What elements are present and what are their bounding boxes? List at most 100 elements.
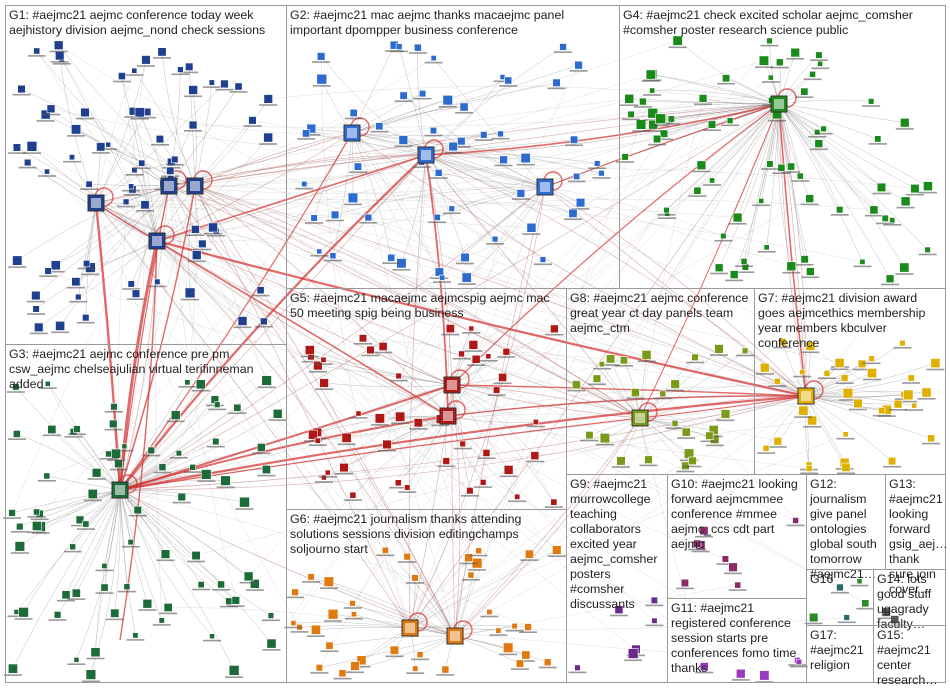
graph-edge: [309, 349, 453, 386]
graph-node: [881, 214, 889, 222]
graph-node: [799, 368, 806, 376]
graph-node: [735, 668, 746, 679]
graph-edge: [168, 185, 456, 637]
graph-edge: [623, 103, 780, 361]
graph-node: [575, 198, 586, 208]
graph-node: [123, 583, 131, 591]
hub-node-avatar: [421, 150, 431, 160]
node-caption-bar: [295, 187, 314, 190]
graph-edge: [75, 129, 170, 187]
node-caption-bar: [63, 550, 82, 553]
graph-node: [71, 588, 81, 598]
graph-node: [250, 578, 260, 589]
node-caption-bar: [525, 460, 544, 463]
graph-node: [290, 620, 297, 626]
node-caption-bar: [728, 223, 747, 225]
hub-node-avatar: [115, 485, 125, 495]
node-caption-bar: [922, 442, 940, 445]
node-caption-bar: [461, 579, 480, 581]
node-caption-bar: [479, 360, 498, 362]
graph-node: [260, 317, 268, 326]
node-caption-bar: [710, 272, 729, 275]
node-caption-bar: [286, 596, 305, 599]
graph-edge: [156, 239, 807, 398]
graph-node: [184, 379, 191, 386]
node-caption-bar: [791, 180, 810, 182]
node-caption-bar: [601, 364, 620, 366]
graph-edge: [21, 88, 196, 187]
node-caption-bar: [382, 262, 401, 264]
node-caption-bar: [91, 152, 110, 154]
graph-edge: [119, 382, 188, 491]
node-caption-bar: [117, 590, 136, 593]
group-label-g5: G5: #aejmc21 macaejmc aejmcspig aejmc ma…: [290, 291, 550, 320]
graph-node: [197, 581, 205, 589]
graph-node: [621, 153, 629, 161]
node-caption-bar: [128, 514, 147, 517]
node-caption-bar: [809, 59, 828, 61]
graph-node: [214, 401, 221, 408]
graph-node: [627, 648, 639, 659]
node-caption-bar: [8, 266, 27, 268]
graph-edge: [403, 139, 546, 188]
graph-node: [100, 583, 109, 592]
graph-node: [96, 142, 106, 152]
graph-node: [573, 172, 581, 180]
group-panel-g3: G3: #aejmc21 aejmc conference pre pm csw…: [5, 344, 287, 683]
node-caption-bar: [803, 426, 822, 428]
graph-node: [101, 562, 108, 569]
group-label-g14: G14: lots good stuff ugagrady faculty…: [877, 572, 932, 631]
hub-node-avatar: [443, 411, 453, 421]
graph-node: [842, 388, 854, 399]
hub-node-avatar: [801, 391, 811, 401]
graph-node: [524, 549, 534, 559]
node-caption-bar: [310, 672, 329, 674]
graph-edge: [312, 384, 453, 435]
node-caption-bar: [616, 161, 634, 163]
graph-node: [310, 214, 318, 222]
graph-edge: [168, 607, 411, 629]
node-caption-bar: [132, 167, 151, 169]
node-caption-bar: [511, 198, 530, 200]
node-caption-bar: [474, 486, 493, 488]
node-caption-bar: [251, 294, 270, 297]
node-caption-bar: [868, 143, 887, 145]
graph-node: [650, 596, 658, 604]
node-caption-bar: [109, 468, 128, 471]
graph-node: [82, 520, 90, 528]
graph-edge: [168, 103, 780, 187]
node-caption-bar: [259, 104, 278, 106]
graph-node: [127, 538, 134, 546]
node-caption-bar: [159, 612, 178, 615]
graph-node: [532, 418, 539, 425]
node-caption-bar: [814, 132, 833, 135]
group-label-g11: G11: #aejmc21 registered conference sess…: [671, 601, 797, 675]
graph-node: [23, 158, 32, 167]
node-caption-bar: [459, 562, 478, 565]
group-panel-g11: G11: #aejmc21 registered conference sess…: [667, 598, 807, 683]
graph-node: [758, 55, 770, 66]
group-panel-g17: G17: #aejmc21 religion: [806, 625, 874, 683]
node-caption-bar: [538, 666, 557, 669]
graph-edge: [778, 103, 905, 123]
graph-edge: [194, 132, 353, 187]
node-caption-bar: [122, 288, 141, 290]
graph-edge: [156, 138, 658, 242]
node-caption-bar: [52, 63, 71, 65]
node-caption-bar: [653, 397, 672, 400]
graph-node: [87, 488, 98, 499]
graph-node: [550, 324, 559, 334]
graph-node: [817, 60, 823, 67]
hub-node-avatar: [347, 128, 357, 138]
graph-node: [659, 390, 667, 398]
graph-node: [82, 313, 90, 322]
graph-node: [134, 107, 145, 118]
node-caption-bar: [187, 260, 206, 263]
node-caption-bar: [398, 561, 417, 563]
graph-node: [502, 347, 511, 356]
graph-edge: [156, 57, 434, 242]
graph-node: [721, 555, 729, 563]
graph-edge: [76, 489, 121, 660]
graph-edge: [778, 103, 840, 210]
node-caption-bar: [308, 444, 327, 446]
